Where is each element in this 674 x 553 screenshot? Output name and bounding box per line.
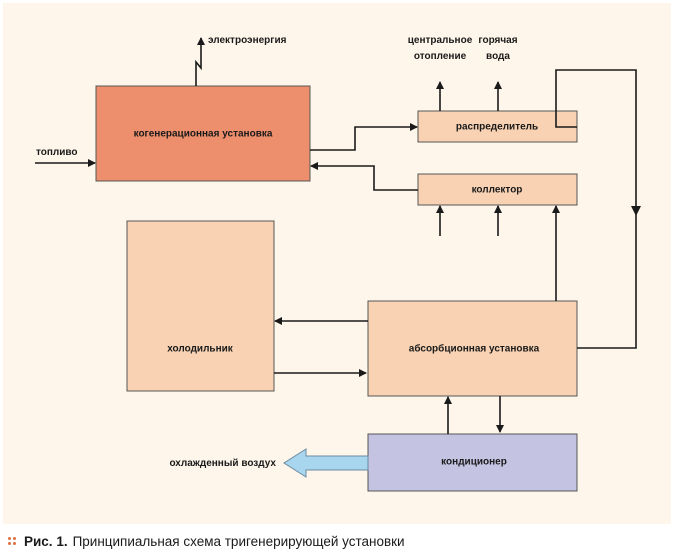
refrigerator-block	[126, 220, 275, 392]
collector-block	[417, 173, 578, 206]
hot-water-label-line1: горячая	[478, 35, 517, 46]
caption-number: Рис. 1.	[24, 533, 68, 549]
air-conditioner-label: кондиционер	[441, 457, 507, 468]
caption-bullet-icon	[8, 537, 16, 545]
cogeneration-block	[95, 85, 311, 182]
central-heating-label-line1: центральное	[408, 35, 473, 46]
fuel-label: топливо	[36, 147, 78, 158]
air-conditioner-block	[367, 433, 578, 492]
figure-caption: Рис. 1. Принципиальная схема тригенериру…	[8, 532, 405, 550]
cooled-air-label: охлажденный воздух	[169, 458, 276, 469]
diagram-canvas: когенерационная установка распределитель…	[35, 35, 641, 492]
diagram-panel: когенерационная установка распределитель…	[3, 3, 671, 524]
distributor-label: распределитель	[456, 122, 538, 133]
distributor-block	[417, 110, 578, 143]
central-heating-label-line2: отопление	[414, 51, 467, 62]
cogeneration-label: когенерационная установка	[134, 129, 273, 140]
electricity-label: электроэнергия	[208, 35, 287, 46]
absorption-label: абсорбционная установка	[409, 343, 540, 355]
refrigerator-label: холодильник	[167, 344, 234, 355]
distributor-to-absorption-line	[555, 69, 637, 349]
absorption-block	[367, 300, 578, 397]
hot-water-label-line2: вода	[486, 51, 510, 62]
cooled-air-arrow	[283, 448, 369, 478]
cogeneration-to-distributor-line	[310, 123, 418, 151]
caption-text: Принципиальная схема тригенерирующей уст…	[72, 533, 405, 549]
electricity-arrow	[195, 37, 205, 86]
loop-down-arrowhead	[631, 206, 641, 216]
collector-to-cogeneration-line	[310, 162, 418, 191]
collector-label: коллектор	[472, 185, 523, 196]
